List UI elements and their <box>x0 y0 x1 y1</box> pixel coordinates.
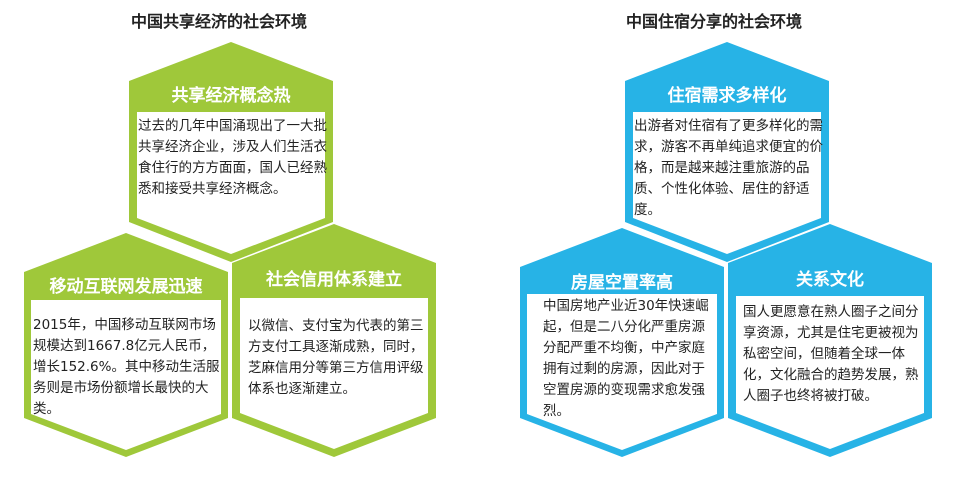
hex-credit-system <box>232 224 436 457</box>
right-group-title: 中国住宿分享的社会环境 <box>626 12 803 31</box>
hex-body-vacancy-rate: 中国房地产业近30年快速崛起，但是二八分化严重房源分配严重不均衡，中产家庭拥有过… <box>543 298 709 419</box>
hex-relationship-culture <box>728 224 932 457</box>
hex-mobile-internet <box>24 233 228 457</box>
hex-body-mobile-internet: 2015年，中国移动互联网市场规模达到1667.8亿元人民币，增长152.6%。… <box>33 317 220 417</box>
hex-heading-mobile-internet: 移动互联网发展迅速 <box>49 277 203 297</box>
hex-heading-lodging-demand: 住宿需求多样化 <box>667 86 787 106</box>
hex-heading-relationship-culture: 关系文化 <box>796 270 864 290</box>
hex-lodging-demand <box>625 42 829 262</box>
hex-body-lodging-demand: 出游者对住宿有了更多样化的需求，游客不再单纯追求便宜的价格，而是越来越注重旅游的… <box>634 118 823 218</box>
hex-heading-shared-economy: 共享经济概念热 <box>171 86 291 106</box>
hex-vacancy-rate <box>520 228 724 457</box>
hex-body-shared-economy: 过去的几年中国涌现出了一大批共享经济企业，涉及人们生活衣食住行的方方面面，国人已… <box>138 118 327 197</box>
hex-body-credit-system: 以微信、支付宝为代表的第三方支付工具逐渐成熟，同时，芝麻信用分等第三方信用评级体… <box>248 318 424 397</box>
hex-shared-economy <box>129 42 333 262</box>
hex-heading-vacancy-rate: 房屋空置率高 <box>571 273 673 293</box>
left-group-title: 中国共享经济的社会环境 <box>131 12 308 31</box>
hex-heading-credit-system: 社会信用体系建立 <box>266 270 402 290</box>
hex-body-relationship-culture: 国人更愿意在熟人圈子之间分享资源，尤其是住宅更被视为私密空间，但随着全球一体化，… <box>743 304 919 404</box>
